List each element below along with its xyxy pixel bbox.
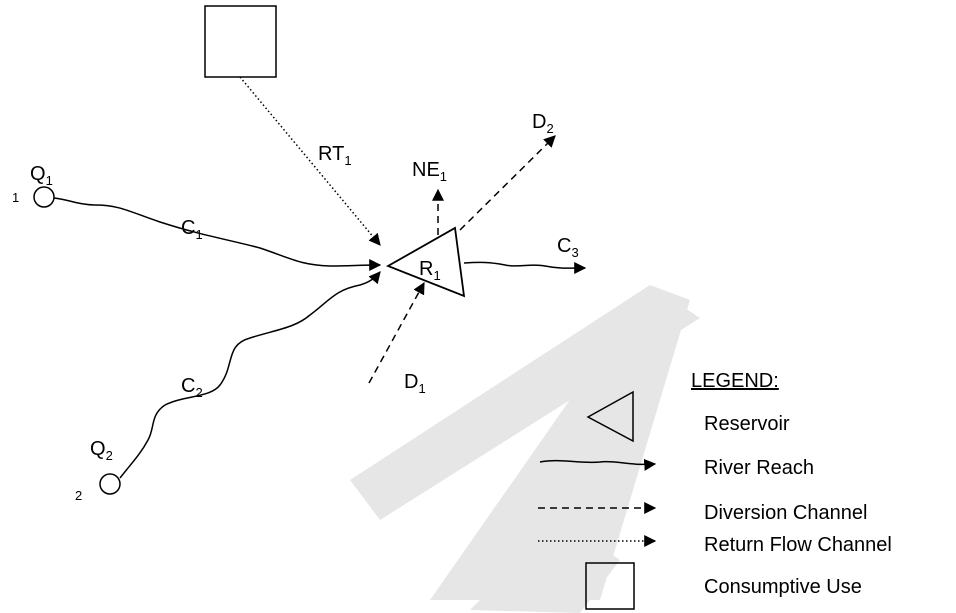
label-d1: D1: [404, 371, 426, 396]
river-reach-c1: [53, 197, 382, 272]
legend-title: LEGEND:: [691, 370, 779, 392]
label-q2: Q2: [90, 438, 113, 463]
inflow-node-q2: [99, 473, 121, 495]
legend-consumptive-use-symbol: [585, 562, 635, 610]
index-q1: 1: [12, 190, 19, 205]
legend-return-flow-label: Return Flow Channel: [704, 534, 892, 556]
legend: LEGEND: Reservoir River Reach Diversion …: [538, 370, 892, 610]
legend-river-reach-symbol: [539, 458, 657, 471]
legend-consumptive-use-label: Consumptive Use: [704, 576, 862, 598]
label-c2: C2: [181, 375, 203, 400]
river-reach-c2: [119, 271, 381, 479]
legend-reservoir-symbol: [586, 390, 634, 443]
label-q1: Q1: [30, 163, 53, 188]
consumptive-use-box: [204, 5, 277, 78]
label-rt1: RT1: [318, 143, 352, 168]
inflow-node-q1: [33, 186, 55, 208]
return-flow-rt1: [239, 76, 381, 246]
draft-watermark: [350, 285, 700, 613]
legend-reservoir-label: Reservoir: [704, 413, 790, 435]
diversion-d1: [368, 281, 425, 384]
label-ne1: NE1: [412, 159, 447, 184]
diversion-d2: [459, 135, 556, 231]
index-q2: 2: [75, 488, 82, 503]
legend-diversion-label: Diversion Channel: [704, 502, 867, 524]
label-c3: C3: [557, 235, 579, 260]
label-r1: R1: [419, 258, 441, 283]
legend-river-reach-label: River Reach: [704, 457, 814, 479]
label-c1: C1: [181, 217, 203, 242]
river-reach-c3: [463, 261, 587, 275]
label-d2: D2: [532, 111, 554, 136]
reservoir-r1: [385, 226, 466, 298]
